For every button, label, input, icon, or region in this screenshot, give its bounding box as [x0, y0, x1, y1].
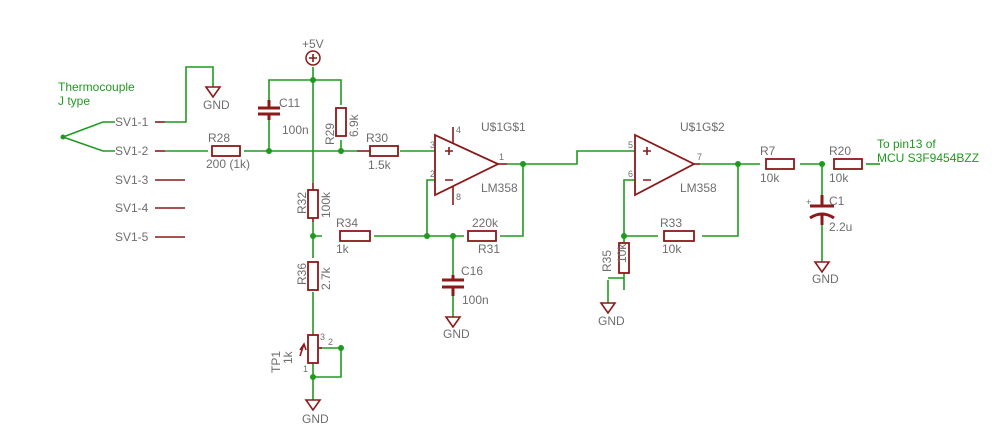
TP1-value: 1k — [281, 350, 295, 364]
R32-value: 100k — [319, 191, 333, 218]
R20-name: R20 — [829, 144, 851, 158]
U2-name: U$1G$2 — [680, 120, 725, 134]
supply-symbol — [305, 50, 321, 66]
U1-part: LM358 — [481, 181, 518, 195]
ground-label-2: GND — [443, 327, 470, 341]
sensor-label-line2: J type — [58, 94, 90, 108]
U2-part: LM358 — [680, 181, 717, 195]
U1-pin-minus: 2 — [430, 169, 435, 179]
C16-name: C16 — [461, 264, 483, 278]
svg-text:+: + — [806, 197, 811, 207]
connector-pin-label-4: SV1-4 — [115, 201, 149, 215]
TP1-pin1: 1 — [303, 364, 308, 374]
junctions — [60, 77, 825, 380]
opamp-U1 — [434, 127, 507, 205]
resistor-R29 — [335, 107, 347, 137]
resistor-R7 — [765, 158, 795, 170]
R7-value: 10k — [760, 171, 780, 185]
R35-value: 10k — [615, 243, 629, 263]
connector-pin-label-1: SV1-1 — [115, 115, 149, 129]
U1-pin-out: 1 — [499, 152, 504, 162]
R30-value: 1.5k — [368, 158, 392, 172]
C1-value: 2.2u — [829, 220, 852, 234]
resistor-R31 — [467, 230, 497, 242]
TP1-pin3: 3 — [320, 332, 325, 342]
ground-label-4: GND — [302, 412, 329, 426]
ground-label-3: GND — [598, 314, 625, 328]
ground-symbol-2 — [444, 316, 462, 329]
ground-symbol-3 — [599, 302, 617, 315]
connector-pin-label-3: SV1-3 — [115, 173, 149, 187]
destination-label-line2: MCU S3F9454BZZ — [877, 151, 979, 165]
U2-pin-minus: 6 — [628, 169, 633, 179]
R30-name: R30 — [366, 131, 388, 145]
sensor-label-line1: Thermocouple — [58, 80, 135, 94]
ground-symbol-4 — [304, 399, 322, 412]
ground-symbol-5 — [813, 261, 831, 274]
R34-value: 1k — [336, 242, 350, 256]
resistor-R20 — [833, 158, 863, 170]
C1-name: C1 — [829, 194, 845, 208]
U2-pin-plus: 5 — [628, 140, 633, 150]
connector-pin-stubs — [155, 121, 185, 238]
U2-pin-out: 7 — [697, 152, 702, 162]
R29-value: 6.9k — [347, 113, 361, 137]
R32-name: R32 — [295, 192, 309, 214]
supply-label: +5V — [302, 37, 324, 51]
TP1-name: TP1 — [269, 351, 283, 373]
capacitor-C11 — [258, 100, 280, 120]
R36-value: 2.7k — [319, 266, 333, 290]
R35-name: R35 — [600, 250, 614, 272]
opamp-U2 — [634, 133, 700, 197]
resistor-R28 — [211, 145, 241, 157]
resistor-R34 — [339, 230, 371, 242]
resistor-R36 — [307, 261, 319, 291]
ground-label-5: GND — [812, 272, 839, 286]
connector-pin-label-2: SV1-2 — [115, 144, 149, 158]
R36-name: R36 — [295, 263, 309, 285]
R33-value: 10k — [662, 242, 682, 256]
R31-name: R31 — [478, 242, 500, 256]
resistor-R33 — [663, 230, 695, 242]
R7-name: R7 — [760, 144, 776, 158]
U1-pin-plus: 3 — [430, 140, 435, 150]
ground-symbol-1 — [204, 86, 222, 99]
capacitor-C1: + — [806, 195, 835, 225]
C11-name: C11 — [279, 96, 300, 110]
R20-value: 10k — [829, 171, 849, 185]
resistor-R30 — [357, 145, 399, 157]
capacitor-C16 — [442, 275, 464, 296]
R33-name: R33 — [660, 216, 682, 230]
resistor-R35 — [618, 242, 630, 274]
R28-value: 200 (1k) — [206, 157, 250, 171]
destination-label-line1: To pin13 of — [877, 137, 936, 151]
TP1-pin2: 2 — [328, 337, 333, 347]
C11-value: 100n — [282, 123, 309, 137]
R34-name: R34 — [336, 216, 358, 230]
U1-name: U$1G$1 — [481, 120, 526, 134]
R31-value: 220k — [472, 216, 499, 230]
trimmer-TP1 — [299, 334, 322, 364]
connector-pin-label-5: SV1-5 — [115, 230, 149, 244]
U1-pin-vcc: 4 — [456, 125, 461, 135]
R29-name: R29 — [323, 123, 337, 145]
ground-label-1: GND — [203, 98, 230, 112]
C16-value: 100n — [462, 293, 489, 307]
U1-pin-gnd: 8 — [456, 192, 461, 202]
resistor-R32 — [307, 183, 319, 222]
R28-name: R28 — [208, 131, 230, 145]
